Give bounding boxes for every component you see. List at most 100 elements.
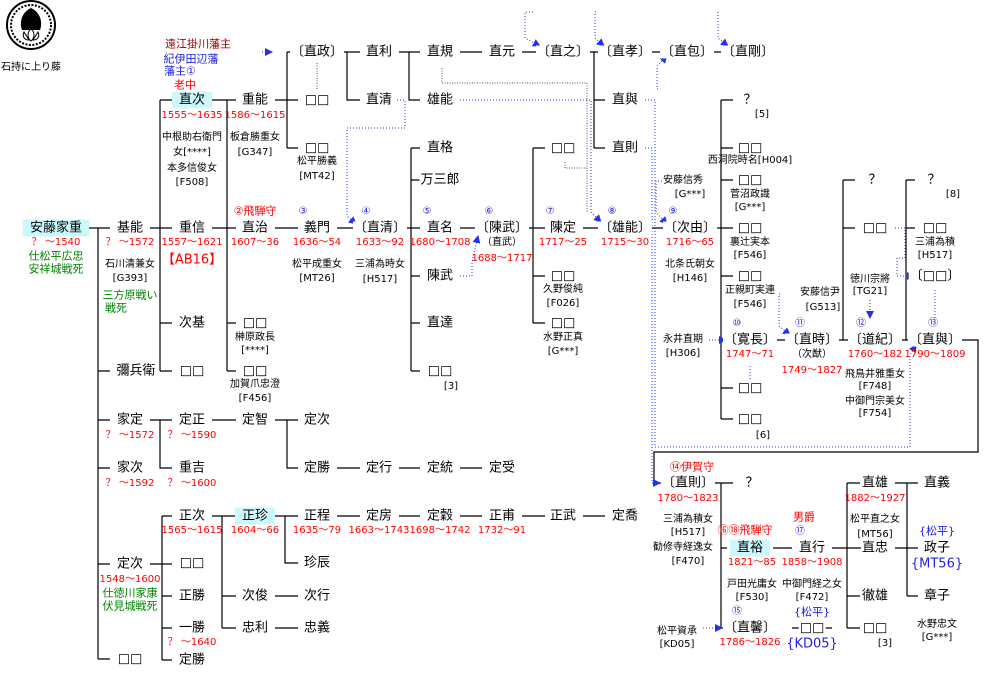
crest-caption: 石持に上り藤 — [1, 62, 61, 73]
person-name: 〔道紀〕 — [847, 332, 903, 348]
domain-title: {松平} — [919, 524, 955, 538]
person-name: 〔□□〕 — [908, 268, 962, 284]
succession-number: ⑤ — [422, 206, 432, 217]
spouse-or-note: 水野正真 — [543, 332, 583, 343]
spouse-or-note: 本多信俊女 — [167, 163, 217, 174]
lifespan: 1633～92 — [355, 237, 405, 248]
spouse-or-note: 松平直之女 — [850, 514, 900, 525]
spouse-or-note: [G***] — [734, 202, 766, 213]
family-reference: {MT56} — [910, 556, 964, 572]
succession-number: ⑫ — [856, 318, 866, 329]
spouse-or-note: 三浦為時女 — [355, 259, 405, 270]
spouse-or-note: [F472] — [795, 592, 829, 603]
person-name: 正武 — [548, 508, 578, 524]
person-name: ？ — [926, 172, 942, 188]
spouse-or-note: 菅沼政識 — [730, 189, 770, 200]
spouse-or-note: 北条氏朝女 — [665, 259, 715, 270]
lifespan: 1636～54 — [292, 237, 342, 248]
person-name: 〔寛長〕 — [722, 332, 778, 348]
spouse-or-note: [F508] — [175, 177, 209, 188]
person-name: 重能 — [240, 92, 270, 108]
spouse-or-note: 安藤信尹 — [800, 287, 840, 298]
person-name: □□ — [798, 620, 826, 636]
lifespan: 1821～85 — [727, 557, 777, 568]
person-name: 定次 — [302, 412, 332, 428]
person-name: 定穀 — [425, 508, 455, 524]
person-name: 直與 — [610, 92, 640, 108]
person-name: 定房 — [364, 508, 394, 524]
person-name: 直利 — [364, 44, 394, 60]
person-name: □□ — [241, 363, 269, 379]
spouse-or-note: 裏辻実本 — [730, 237, 770, 248]
spouse-or-note: [G***] — [674, 189, 706, 200]
highlighted-person-name: 直裕 — [729, 539, 771, 557]
career-note: 仕徳川家康 — [102, 586, 158, 600]
person-name: □□ — [303, 140, 331, 156]
reference-code: 【AB16】 — [161, 252, 223, 268]
highlighted-person-name: 直次 — [171, 91, 213, 109]
lifespan: 1548～1600 — [99, 574, 161, 585]
person-name: 直忠 — [860, 540, 890, 556]
spouse-or-note: [MT56] — [857, 529, 893, 540]
person-name: 〔直清〕 — [352, 220, 408, 236]
lifespan: ？ ～1592 — [105, 478, 155, 489]
spouse-or-note: 徳川宗將 — [850, 274, 890, 285]
spouse-or-note: （直武） — [482, 237, 522, 248]
domain-title: {松平} — [794, 605, 830, 619]
person-name: 〔直之〕 — [535, 44, 591, 60]
person-name: ？ — [867, 172, 883, 188]
person-name: □□ — [426, 363, 454, 379]
spouse-or-note: [H517] — [670, 527, 706, 538]
family-reference: {KD05} — [786, 636, 838, 652]
succession-number: ⑮ — [732, 606, 742, 617]
person-name: 正甫 — [487, 508, 517, 524]
person-name: □□ — [303, 92, 331, 108]
person-name: □□ — [549, 315, 577, 331]
spouse-or-note: [G***] — [921, 632, 953, 643]
office-title: 老中 — [174, 78, 196, 92]
person-name: 珍辰 — [302, 555, 332, 571]
highlighted-person-name: 安藤家重 — [22, 219, 90, 237]
career-note: 安祥城戦死 — [28, 262, 84, 276]
lifespan: 1607～36 — [230, 237, 280, 248]
spouse-or-note: [H517] — [917, 250, 953, 261]
office-title: ⑭伊賀守 — [670, 460, 714, 474]
spouse-or-note: 女[****] — [173, 147, 211, 158]
spouse-or-note: [H306] — [665, 348, 701, 359]
lifespan: 1717～25 — [538, 237, 588, 248]
person-name: 章子 — [922, 588, 952, 604]
spouse-or-note: [F530] — [735, 592, 769, 603]
person-name: 定勝 — [177, 652, 207, 668]
spouse-or-note: [G513] — [805, 302, 841, 313]
relation-dotted — [316, 63, 588, 212]
lifespan: 1749～1827 — [781, 365, 843, 376]
lifespan: 1557～1621 — [161, 237, 223, 248]
person-name: 〔陳武〕 — [474, 220, 530, 236]
lifespan: 1747～71 — [725, 349, 775, 360]
person-name: 直治 — [240, 220, 270, 236]
spouse-or-note: [F470] — [671, 556, 705, 567]
person-name: 定正 — [177, 412, 207, 428]
domain-title: 藩主① — [164, 64, 196, 78]
spouse-or-note: 中御門宗美女 — [845, 396, 905, 407]
person-name: 陳定 — [548, 220, 578, 236]
person-name: ？ — [744, 475, 760, 491]
crest-icon — [6, 0, 56, 50]
spouse-or-note: 加賀爪忠澄 — [230, 379, 280, 390]
spouse-or-note: 中根助右衛門 — [162, 132, 222, 143]
person-name: 雄能 — [425, 92, 455, 108]
person-name: 正程 — [302, 508, 332, 524]
spouse-or-note: [TG21] — [852, 286, 888, 297]
spouse-or-note: [6] — [755, 430, 771, 441]
adoption-links — [262, 11, 936, 632]
lifespan: 1716～65 — [665, 237, 715, 248]
spouse-or-note: [3] — [877, 638, 893, 649]
lifespan: 1790～1809 — [904, 349, 966, 360]
person-name: 直則 — [610, 140, 640, 156]
spouse-or-note: 水野忠文 — [917, 619, 957, 630]
lifespan: ？ ～1540 — [31, 237, 81, 248]
spouse-or-note: [F748] — [858, 381, 892, 392]
spouse-or-note: [F546] — [733, 299, 767, 310]
person-name: 〔直與〕 — [907, 332, 963, 348]
lifespan: 1680～1708 — [409, 237, 471, 248]
